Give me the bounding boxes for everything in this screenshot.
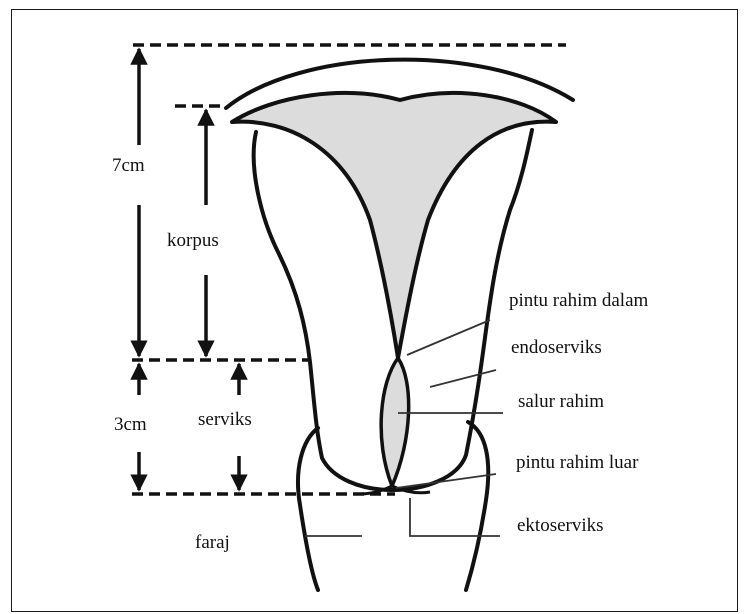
label-cervix: serviks [198, 410, 252, 429]
leader-endocervix [430, 370, 496, 387]
label-cervix-length: 3cm [114, 415, 147, 434]
label-cervical-canal: salur rahim [518, 392, 604, 411]
label-total-length: 7cm [112, 156, 145, 175]
cervical-canal-shape [381, 358, 409, 486]
label-external-os: pintu rahim luar [516, 453, 638, 472]
vagina-wall-left [298, 428, 318, 590]
label-internal-os: pintu rahim dalam [509, 291, 648, 310]
leader-internal-os [407, 320, 490, 355]
label-vagina: faraj [195, 533, 230, 552]
label-ectocervix: ektoserviks [517, 516, 604, 535]
label-endocervix: endoserviks [511, 338, 602, 357]
label-body: korpus [167, 231, 219, 250]
